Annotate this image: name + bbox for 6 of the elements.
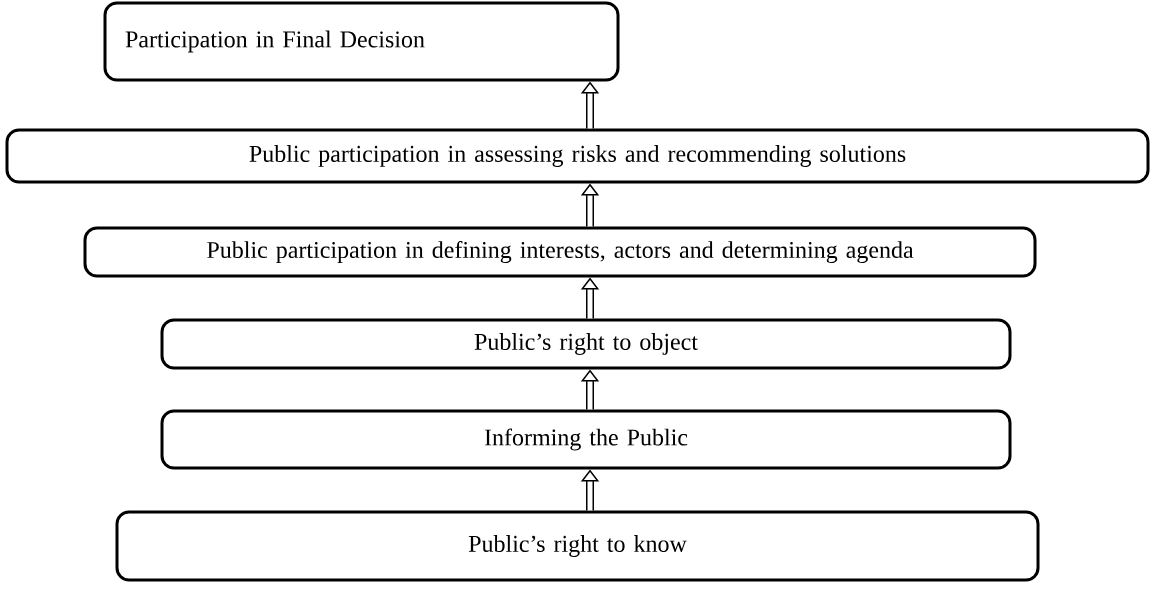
process-box: Public participation in assessing risks and recommending solutions [5,128,1150,184]
process-box: Participation in Final Decision [103,1,620,82]
process-box: Informing the Public [160,409,1012,470]
process-box: Public’s right to object [160,318,1012,370]
process-box: Public’s right to know [115,510,1040,582]
process-box: Public participation in defining interests, actors and determining agenda [83,226,1037,278]
